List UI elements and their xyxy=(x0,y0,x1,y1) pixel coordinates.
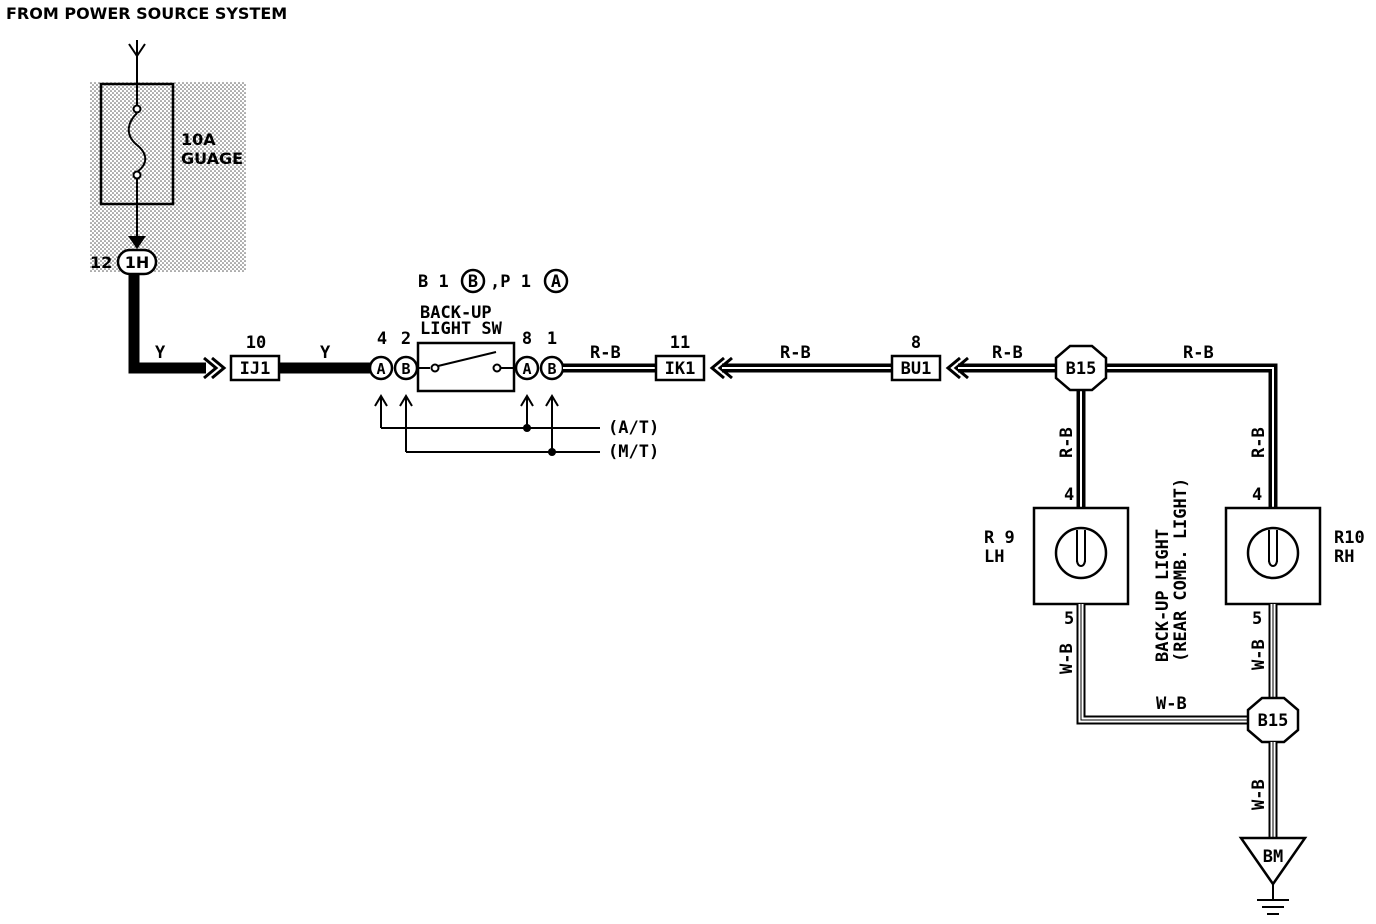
fuse-terminal-top xyxy=(132,104,142,114)
wire-arrow-bu1-a-icon xyxy=(945,356,961,380)
ground-point-bm-label: BM xyxy=(1263,847,1283,867)
lamp-caption-line1: BACK-UP LIGHT xyxy=(1153,529,1173,662)
wire-arrow-bu1-b-icon xyxy=(953,356,969,380)
junction-ij1-label: IJ1 xyxy=(240,359,271,379)
lamp-rh-bulb-icon xyxy=(1246,526,1300,580)
header-title: FROM POWER SOURCE SYSTEM xyxy=(6,4,287,23)
variant-arrow-left-b-icon xyxy=(399,394,413,407)
lamp-caption-line2: (REAR COMB. LIGHT) xyxy=(1171,478,1191,662)
ground-point-bm xyxy=(1238,836,1308,887)
wire-label-rb-lh: R-B xyxy=(1057,427,1077,458)
wire-label-rb-rh: R-B xyxy=(1249,427,1269,458)
fuse-terminal-bottom xyxy=(132,170,142,180)
wire-label-rb-3: R-B xyxy=(992,343,1023,363)
lamp-lh-filament-icon xyxy=(1076,530,1086,567)
junction-ik1-label: IK1 xyxy=(665,359,696,379)
switch-ref-circle-a xyxy=(543,268,569,294)
splice-b15-bottom-label: B15 xyxy=(1258,711,1289,731)
switch-blade-icon xyxy=(437,351,497,367)
switch-title-line1: BACK-UP xyxy=(420,303,492,323)
switch-conn-b-left-label: B xyxy=(401,360,410,378)
connector-1h-pin: 12 xyxy=(90,253,112,272)
connector-1h-arrow-icon xyxy=(128,236,146,249)
lamp-rh-side: RH xyxy=(1334,547,1354,567)
wire-label-y-right: Y xyxy=(320,343,331,363)
switch-conn-b-right-label: B xyxy=(547,360,556,378)
wire-arrow-ik1-a-icon xyxy=(709,356,725,380)
wire-label-rb-top-right: R-B xyxy=(1183,343,1214,363)
switch-pin-a-left: 4 xyxy=(377,329,387,349)
switch-ref-p-prefix: ,P 1 xyxy=(490,272,531,292)
lamp-lh-bulb-icon xyxy=(1054,526,1108,580)
switch-contact-right xyxy=(492,363,502,373)
switch-conn-a-right-label: A xyxy=(522,360,531,378)
switch-pin-b-left: 2 xyxy=(401,329,411,349)
wire-label-rb-1: R-B xyxy=(590,343,621,363)
wire-arrow-ij1-b-icon xyxy=(211,356,227,380)
variant-at-label: (A/T) xyxy=(608,418,659,438)
variant-at-dot xyxy=(523,424,531,432)
wire-label-wb-ground: W-B xyxy=(1249,779,1269,810)
lamp-lh-pin-top: 4 xyxy=(1064,485,1074,505)
connector-1h-label: 1H xyxy=(125,253,150,272)
lamp-lh-pin-bottom: 5 xyxy=(1064,609,1074,629)
switch-contact-left xyxy=(430,363,440,373)
fuse-element-icon xyxy=(127,112,147,173)
junction-ij1-pin: 10 xyxy=(246,333,266,353)
switch-title-line2: LIGHT SW xyxy=(420,319,503,339)
junction-bu1-label: BU1 xyxy=(901,359,932,379)
lamp-rh-pin-top: 4 xyxy=(1252,485,1262,505)
junction-ik1 xyxy=(654,354,706,382)
wire-label-wb-rh: W-B xyxy=(1249,639,1269,670)
fuse-rating: 10A xyxy=(181,130,216,149)
lamp-rh-pin-bottom: 5 xyxy=(1252,609,1262,629)
lamp-lh-ref: R 9 xyxy=(984,528,1015,548)
switch-ref-circle-b xyxy=(460,268,486,294)
wire-y-left xyxy=(128,274,206,374)
wire-label-rb-2: R-B xyxy=(780,343,811,363)
wire-wb-lh-stripe xyxy=(1080,604,1248,721)
junction-bu1-pin: 8 xyxy=(911,333,921,353)
variant-arrow-right-b-icon xyxy=(545,394,559,407)
splice-b15-top xyxy=(1054,344,1108,392)
variant-mt-dot xyxy=(548,448,556,456)
lamp-rh-filament-icon xyxy=(1268,530,1278,567)
switch-ref-circle-a-label: A xyxy=(551,272,561,292)
wire-arrow-ik1-b-icon xyxy=(717,356,733,380)
power-input-arrow-icon xyxy=(128,43,146,58)
variant-mt-label: (M/T) xyxy=(608,442,659,462)
switch-ref-b-prefix: B 1 xyxy=(418,272,449,292)
wire-label-wb-horizontal: W-B xyxy=(1156,694,1187,714)
junction-ik1-pin: 11 xyxy=(670,333,690,353)
switch-pin-a-right: 8 xyxy=(522,329,532,349)
wire-label-y-left: Y xyxy=(155,343,166,363)
lamp-rh-ref: R10 xyxy=(1334,528,1365,548)
lamp-lh-side: LH xyxy=(984,547,1004,567)
variant-arrow-left-a-icon xyxy=(374,394,388,407)
wire-arrow-ij1-a-icon xyxy=(203,356,219,380)
splice-b15-bottom xyxy=(1246,696,1300,744)
junction-bu1 xyxy=(890,354,942,382)
splice-b15-top-label: B15 xyxy=(1066,359,1097,379)
variant-arrow-right-a-icon xyxy=(520,394,534,407)
switch-conn-a-left-label: A xyxy=(376,360,385,378)
switch-conn-a-right xyxy=(514,355,540,381)
switch-ref-circle-b-label: B xyxy=(468,272,478,292)
switch-conn-a-left xyxy=(368,355,394,381)
wire-rb-top-right-stripe xyxy=(1104,367,1274,510)
fuse-name: GUAGE xyxy=(181,149,243,168)
wire-label-wb-lh: W-B xyxy=(1057,643,1077,674)
switch-pin-b-right: 1 xyxy=(547,329,557,349)
